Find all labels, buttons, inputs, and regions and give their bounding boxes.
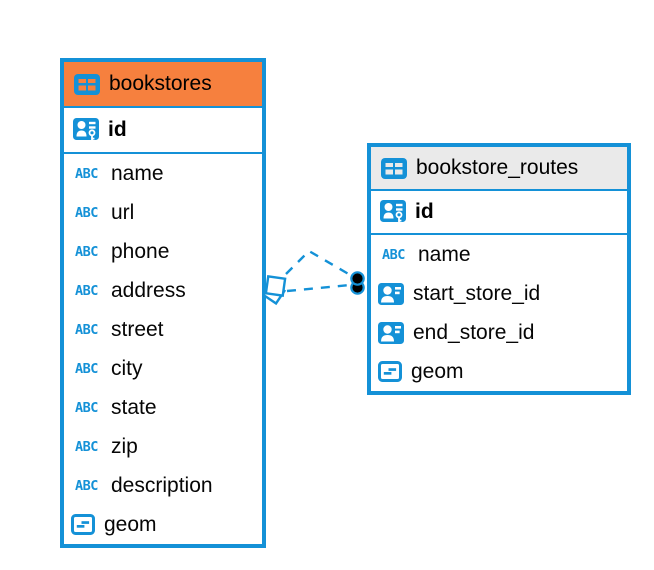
table-header[interactable]: bookstores — [64, 62, 262, 108]
column-row[interactable]: start_store_id — [371, 274, 627, 313]
reference-type-icon — [378, 321, 404, 345]
text-type-icon: ABC — [75, 321, 98, 338]
text-type-icon: ABC — [75, 438, 98, 455]
column-name: url — [111, 200, 135, 224]
column-row[interactable]: ABC url — [64, 193, 262, 232]
column-name: id — [415, 200, 434, 223]
column-name: description — [111, 473, 213, 497]
reference-type-icon — [378, 282, 404, 306]
primary-key-icon — [73, 117, 99, 143]
column-name: geom — [104, 512, 157, 536]
text-type-icon: ABC — [75, 243, 98, 260]
column-row[interactable]: ABC address — [64, 271, 262, 310]
column-row[interactable]: ABC name — [64, 154, 262, 193]
relationship-diamond-marker[interactable] — [261, 275, 287, 306]
column-row[interactable]: end_store_id — [371, 313, 627, 352]
table-title: bookstore_routes — [416, 156, 579, 179]
column-name: id — [108, 118, 127, 141]
relationship-dot-marker[interactable] — [350, 271, 365, 286]
relationship-line[interactable] — [285, 249, 353, 278]
column-name: city — [111, 356, 143, 380]
column-row[interactable]: ABC street — [64, 310, 262, 349]
column-name: geom — [411, 359, 464, 383]
text-type-icon: ABC — [75, 360, 98, 377]
geometry-type-icon — [71, 514, 95, 535]
column-name: zip — [111, 434, 138, 458]
text-type-icon: ABC — [75, 399, 98, 416]
column-name: address — [111, 278, 186, 302]
relationship-dot-marker[interactable] — [350, 280, 365, 295]
relationship-line[interactable] — [286, 283, 351, 293]
text-type-icon: ABC — [75, 204, 98, 221]
text-type-icon: ABC — [75, 282, 98, 299]
column-name: name — [418, 242, 471, 266]
column-row[interactable]: ABC city — [64, 349, 262, 388]
column-row[interactable]: ABC description — [64, 466, 262, 505]
primary-key-icon — [380, 199, 406, 225]
column-name: street — [111, 317, 164, 341]
column-name: start_store_id — [413, 281, 541, 305]
column-row[interactable]: geom — [371, 352, 627, 391]
column-row[interactable]: ABC phone — [64, 232, 262, 271]
table-bookstore-routes[interactable]: bookstore_routes id ABC name — [367, 143, 631, 395]
text-type-icon: ABC — [75, 477, 98, 494]
column-name: end_store_id — [413, 320, 535, 344]
text-type-icon: ABC — [75, 165, 98, 182]
geometry-type-icon — [378, 361, 402, 382]
text-type-icon: ABC — [382, 246, 405, 263]
column-row[interactable]: ABC state — [64, 388, 262, 427]
column-name: state — [111, 395, 157, 419]
column-name: name — [111, 161, 164, 185]
table-icon — [381, 157, 407, 179]
primary-key-row[interactable]: id — [64, 108, 262, 154]
table-header[interactable]: bookstore_routes — [371, 147, 627, 191]
column-row[interactable]: ABC name — [371, 235, 627, 274]
table-icon — [74, 73, 100, 95]
column-row[interactable]: geom — [64, 505, 262, 544]
column-name: phone — [111, 239, 170, 263]
table-bookstores[interactable]: bookstores id ABC name ABC — [60, 58, 266, 548]
column-row[interactable]: ABC zip — [64, 427, 262, 466]
table-title: bookstores — [109, 72, 212, 95]
primary-key-row[interactable]: id — [371, 191, 627, 235]
